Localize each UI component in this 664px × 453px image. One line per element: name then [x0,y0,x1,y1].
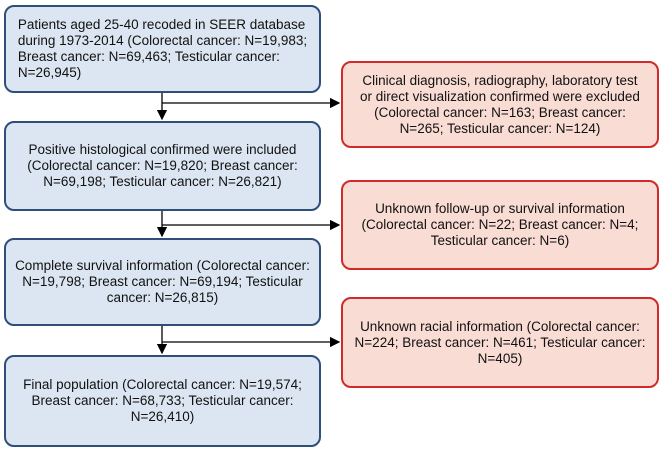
step-box-final-population: Final population (Colorectal cancer: N=1… [4,355,321,447]
exclusion-text: Unknown racial information (Colorectal c… [354,318,646,366]
step-text: Complete survival information (Colorecta… [15,258,310,305]
step-text: Final population (Colorectal cancer: N=1… [23,377,302,424]
step-text: Positive histological confirmed were inc… [27,142,298,189]
step-box-initial-cohort: Patients aged 25-40 recoded in SEER data… [4,5,321,93]
step-box-survival-info: Complete survival information (Colorecta… [4,238,321,326]
exclusion-box-followup: Unknown follow-up or survival informatio… [341,180,659,270]
step-text: Patients aged 25-40 recoded in SEER data… [17,17,308,80]
exclusion-box-diagnosis-method: Clinical diagnosis, radiography, laborat… [341,61,659,148]
exclusion-box-racial-info: Unknown racial information (Colorectal c… [341,297,659,388]
exclusion-text: Unknown follow-up or survival informatio… [361,201,639,248]
step-box-histology-confirmed: Positive histological confirmed were inc… [4,121,321,211]
exclusion-text: Clinical diagnosis, radiography, laborat… [360,72,640,136]
